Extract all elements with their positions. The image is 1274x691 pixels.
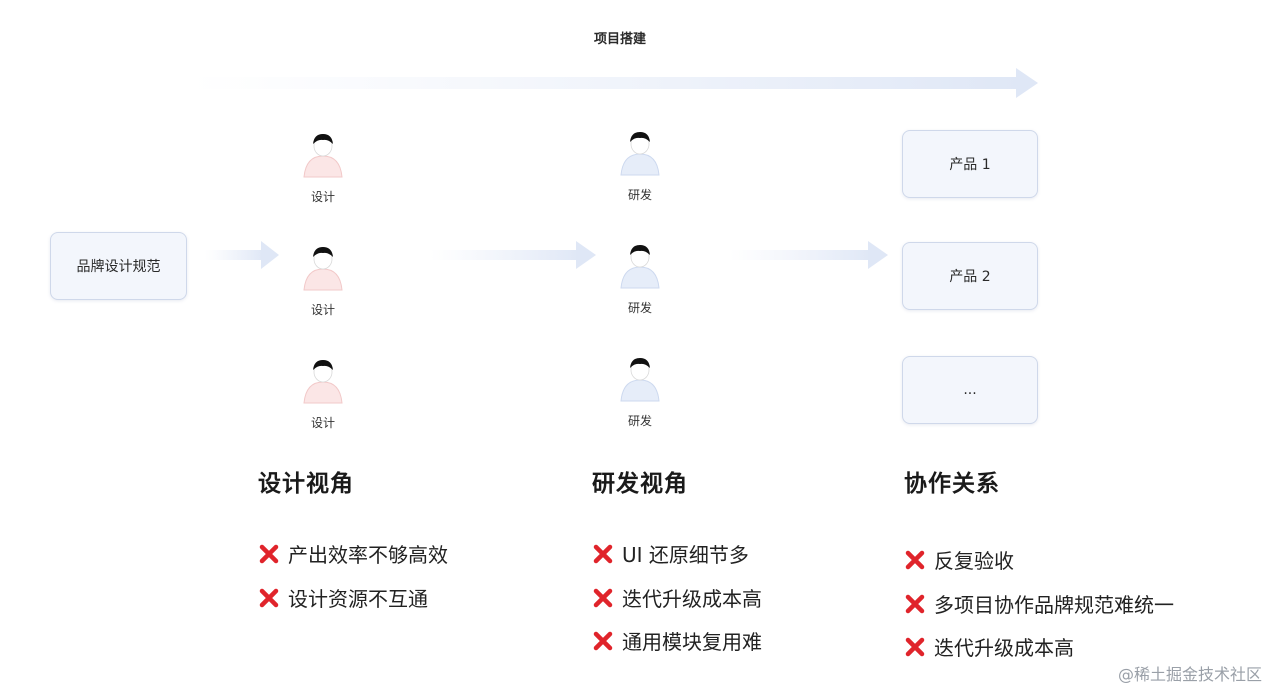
designer-figure: 设计 (293, 356, 353, 436)
flow-arrow-2 (430, 241, 596, 269)
collab-relation-title: 协作关系 (904, 471, 1000, 497)
developer-figure: 研发 (610, 241, 670, 321)
design-issue-text: 产出效率不够高效 (288, 543, 448, 567)
collab-issue-item: 反复验收 (904, 545, 1014, 574)
product-box: 产品 1 (902, 130, 1038, 198)
cross-icon (593, 588, 613, 607)
collab-issue-item: 多项目协作品牌规范难统一 (904, 589, 1174, 618)
cross-icon (905, 594, 925, 613)
product-label: 产品 2 (949, 269, 991, 285)
designer-figure: 设计 (293, 243, 353, 323)
developer-icon (620, 358, 660, 402)
product-label: ... (963, 382, 977, 398)
cross-icon (259, 544, 279, 563)
product-box: 产品 2 (902, 242, 1038, 310)
cross-icon (593, 544, 613, 563)
designer-icon (303, 134, 343, 178)
designer-label: 设计 (310, 303, 335, 317)
flow-arrow-3 (730, 241, 888, 269)
collab-issue-text: 多项目协作品牌规范难统一 (934, 593, 1174, 617)
diagram-title: 项目搭建 (593, 32, 646, 47)
developer-icon (620, 132, 660, 176)
dev-perspective-title: 研发视角 (592, 471, 688, 497)
cross-icon (593, 631, 613, 650)
developer-label: 研发 (627, 301, 652, 315)
designer-figure: 设计 (293, 130, 353, 210)
designer-label: 设计 (310, 416, 335, 430)
collab-issue-text: 迭代升级成本高 (934, 636, 1074, 660)
cross-icon (905, 637, 925, 656)
collab-issue-item: 迭代升级成本高 (904, 632, 1074, 661)
developer-figure: 研发 (610, 128, 670, 208)
timeline-arrow (190, 68, 1038, 98)
design-issue-item: 设计资源不互通 (258, 583, 428, 612)
developer-label: 研发 (627, 414, 652, 428)
cross-icon (905, 550, 925, 569)
designer-icon (303, 247, 343, 291)
brand-design-spec-label: 品牌设计规范 (76, 259, 161, 275)
cross-icon (259, 588, 279, 607)
dev-issue-item: UI 还原细节多 (592, 539, 749, 568)
designer-icon (303, 360, 343, 404)
brand-design-spec-box: 品牌设计规范 (50, 232, 187, 300)
developer-figure: 研发 (610, 354, 670, 434)
design-perspective-title: 设计视角 (258, 471, 354, 497)
dev-issue-text: 通用模块复用难 (622, 630, 762, 654)
design-issue-text: 设计资源不互通 (288, 587, 428, 611)
dev-issue-text: UI 还原细节多 (622, 543, 749, 567)
designer-label: 设计 (310, 190, 335, 204)
collab-issue-text: 反复验收 (934, 549, 1014, 573)
developer-label: 研发 (627, 188, 652, 202)
flow-arrow-1 (205, 241, 279, 269)
dev-issue-item: 通用模块复用难 (592, 626, 762, 655)
product-box: ... (902, 356, 1038, 424)
watermark: @稀土掘金技术社区 (1117, 665, 1262, 684)
dev-issue-text: 迭代升级成本高 (622, 587, 762, 611)
product-label: 产品 1 (949, 157, 991, 173)
dev-issue-item: 迭代升级成本高 (592, 583, 762, 612)
design-issue-item: 产出效率不够高效 (258, 539, 448, 568)
developer-icon (620, 245, 660, 289)
